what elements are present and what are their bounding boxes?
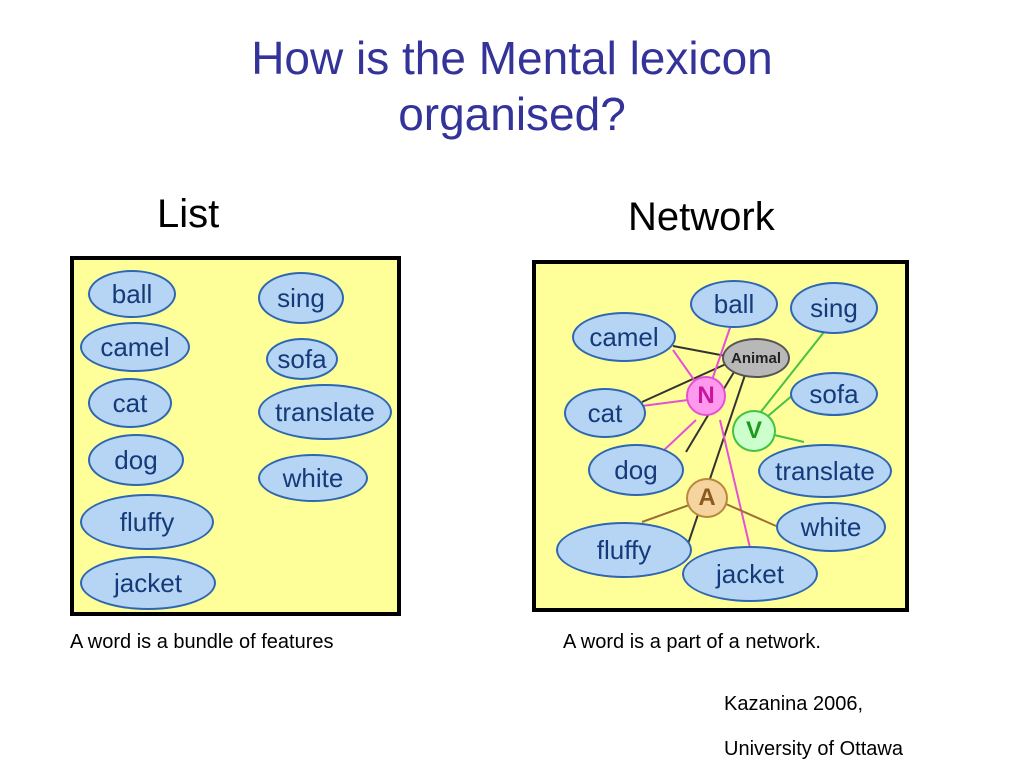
link-dog-n xyxy=(661,419,697,453)
network-word-camel: camel xyxy=(572,312,676,362)
link-sing-v xyxy=(755,331,825,419)
list-word-translate: translate xyxy=(258,384,392,440)
link-jacket-n xyxy=(719,419,752,553)
list-word-cat: cat xyxy=(88,378,172,428)
network-word-cat: cat xyxy=(564,388,646,438)
list-word-jacket: jacket xyxy=(80,556,216,610)
link-cat-n xyxy=(641,399,689,407)
list-word-sofa: sofa xyxy=(266,338,338,380)
network-word-white: white xyxy=(776,502,886,552)
network-panel: Animal N V A ball sing camel sofa cat do… xyxy=(532,260,909,612)
list-caption: A word is a bundle of features xyxy=(70,631,334,653)
slide-title: How is the Mental lexicon organised? xyxy=(0,30,1024,142)
network-word-translate: translate xyxy=(758,444,892,498)
title-line-2: organised? xyxy=(398,88,626,140)
title-line-1: How is the Mental lexicon xyxy=(251,32,773,84)
link-white-a xyxy=(725,503,777,527)
link-translate-v xyxy=(769,433,805,443)
network-word-sofa: sofa xyxy=(790,372,878,416)
link-jacket-animal xyxy=(685,371,747,551)
citation-line-2: University of Ottawa xyxy=(724,738,903,760)
node-n: N xyxy=(686,376,726,416)
list-word-camel: camel xyxy=(80,322,190,372)
list-word-sing: sing xyxy=(258,272,344,324)
node-v: V xyxy=(732,410,776,452)
link-fluffy-a xyxy=(641,503,693,523)
network-word-fluffy: fluffy xyxy=(556,522,692,578)
list-word-ball: ball xyxy=(88,270,176,318)
link-sofa-v xyxy=(767,393,795,417)
list-word-dog: dog xyxy=(88,434,184,486)
list-heading: List xyxy=(157,192,220,236)
list-word-fluffy: fluffy xyxy=(80,494,214,550)
link-camel-animal xyxy=(672,345,727,357)
network-heading: Network xyxy=(628,195,775,239)
network-links xyxy=(641,321,825,553)
citation-line-1: Kazanina 2006, xyxy=(724,693,864,715)
network-caption: A word is a part of a network. xyxy=(563,631,821,653)
network-word-jacket: jacket xyxy=(682,546,818,602)
link-cat-animal xyxy=(641,363,727,403)
list-word-white: white xyxy=(258,454,368,502)
node-a: A xyxy=(686,478,728,518)
network-word-ball: ball xyxy=(690,280,778,328)
list-panel: ball camel cat dog fluffy jacket sing so… xyxy=(70,256,401,616)
link-ball-n xyxy=(711,321,733,381)
network-word-dog: dog xyxy=(588,444,684,496)
network-word-sing: sing xyxy=(790,282,878,334)
node-animal: Animal xyxy=(722,338,790,378)
